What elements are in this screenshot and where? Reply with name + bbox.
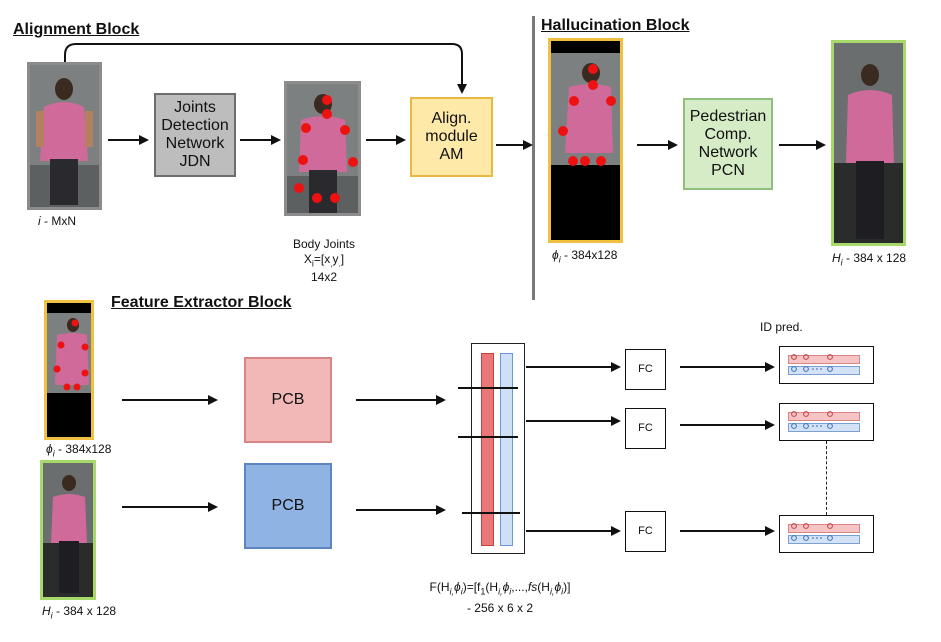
h-caption-feature: Hi - 384 x 128	[42, 604, 117, 621]
person-h-illustration	[834, 43, 903, 243]
feature-formula-shape: - 256 x 6 x 2	[466, 600, 534, 615]
h-image-hallucination	[831, 40, 906, 246]
id-pred-box-1	[779, 346, 874, 384]
h-caption-hallucination: Hi - 384 x 128	[832, 251, 907, 268]
body-joints-label: Body Joints	[292, 237, 356, 251]
body-joints-shape: 14x2	[310, 269, 338, 284]
am-line-1: Align.	[431, 110, 472, 128]
skip-connection-arrow	[64, 43, 467, 94]
am-box: Align. module AM	[410, 97, 493, 177]
phi-image-hallucination	[548, 38, 623, 243]
feature-formula-expression: F(Hi,ϕi)=[f1(Hi,ϕi,...,fs(Hi,ϕi)]	[429, 580, 571, 597]
pcn-box: Pedestrian Comp. Network PCN	[683, 98, 773, 190]
id-pred-continuation	[826, 441, 827, 515]
am-line-3: AM	[439, 145, 464, 163]
jdn-line-2: Detection	[161, 117, 229, 135]
jdn-box: Joints Detection Network JDN	[154, 93, 236, 177]
h-image-feature	[40, 460, 96, 600]
joints-image	[284, 81, 361, 216]
id-row-red	[788, 412, 860, 421]
phi-caption-feature: ϕi - 384x128	[46, 442, 112, 459]
jdn-line-1: Joints	[174, 99, 216, 117]
person-illustration	[30, 65, 99, 207]
fc-label-3: FC	[638, 525, 653, 538]
feature-stack	[471, 343, 525, 554]
id-pred-box-3	[779, 515, 874, 553]
feature-column-blue	[500, 353, 513, 546]
input-caption-var: i	[38, 214, 41, 228]
pcb-box-blue: PCB	[244, 463, 332, 549]
id-pred-label: ID pred.	[760, 320, 803, 334]
phi-caption-hallucination: ϕi - 384x128	[552, 248, 618, 265]
id-pred-box-2	[779, 403, 874, 441]
fc-box-1: FC	[625, 349, 666, 390]
hallucination-block-title: Hallucination Block	[541, 17, 690, 34]
fc-box-2: FC	[625, 408, 666, 449]
alignment-block-title: Alignment Block	[13, 21, 140, 38]
pcn-line-3: Network	[698, 144, 758, 161]
pcb-red-label: PCB	[271, 391, 305, 409]
body-joints-formula: Xi=[x,y.]	[303, 252, 345, 269]
id-row-red	[788, 524, 860, 533]
am-line-2: module	[425, 128, 478, 146]
jdn-line-4: JDN	[179, 152, 211, 170]
block-divider	[532, 16, 535, 300]
body-joints-caption: Body Joints Xi=[x,y.] 14x2	[289, 237, 359, 285]
pcb-blue-label: PCB	[271, 497, 305, 515]
feature-formula: F(Hi,ϕi)=[f1(Hi,ϕi,...,fs(Hi,ϕi)] - 256 …	[400, 578, 600, 618]
person-phi-small-illustration	[47, 303, 91, 437]
id-row-blue	[788, 366, 860, 375]
fc-label-2: FC	[638, 422, 653, 435]
phi-image-feature	[44, 300, 94, 440]
input-caption-size: - MxN	[40, 214, 76, 228]
pcb-box-red: PCB	[244, 357, 332, 443]
pcn-line-4: PCN	[711, 161, 745, 179]
person-h-small-illustration	[43, 463, 93, 597]
person-joints-illustration	[287, 84, 358, 213]
input-image	[27, 62, 102, 210]
input-caption: i - MxN	[38, 214, 76, 228]
person-phi-illustration	[551, 41, 620, 240]
jdn-line-3: Network	[165, 135, 225, 152]
id-row-red	[788, 355, 860, 364]
id-row-blue	[788, 535, 860, 544]
fc-box-3: FC	[625, 511, 666, 552]
feature-column-red	[481, 353, 494, 546]
fc-label-1: FC	[638, 363, 653, 376]
pcn-line-2: Comp.	[704, 126, 752, 144]
feature-extractor-block-title: Feature Extractor Block	[111, 294, 292, 311]
id-row-blue	[788, 423, 860, 432]
pcn-line-1: Pedestrian	[689, 108, 767, 126]
